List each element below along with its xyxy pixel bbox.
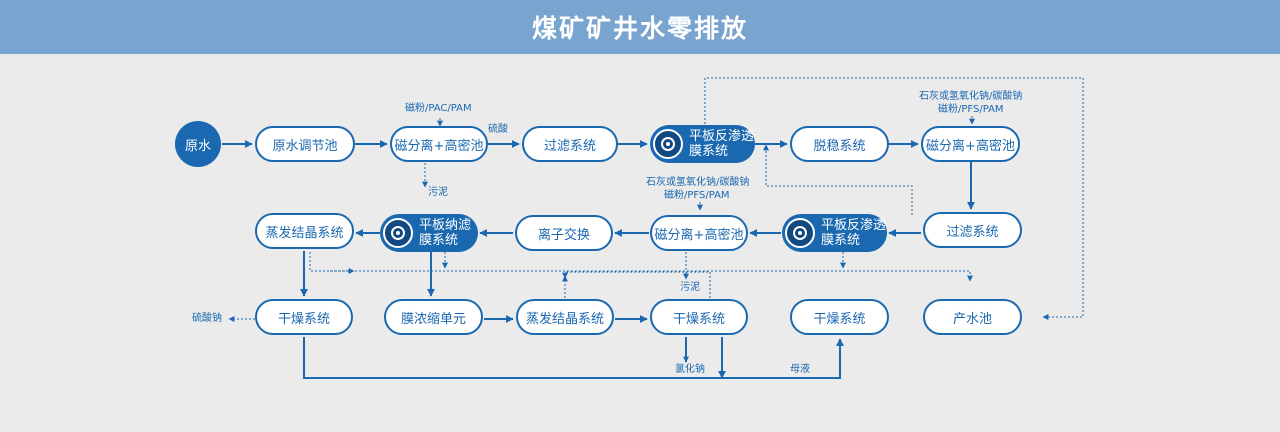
recycle-dry2-up	[562, 271, 711, 298]
ro-2-node: 平板反渗透膜系统	[782, 214, 887, 252]
raw-water-node: 原水	[175, 121, 221, 167]
decarb-node: 脱稳系统	[790, 126, 889, 162]
dry-3-node: 干燥系统	[790, 299, 889, 335]
filter-1-node: 过滤系统	[522, 126, 618, 162]
sludge-note-1: 污泥	[428, 187, 448, 198]
dry-1-node: 干燥系统	[255, 299, 353, 335]
page-title: 煤矿矿井水零排放	[0, 0, 1280, 54]
dry-2-node: 干燥系统	[650, 299, 748, 335]
chem-note-mag3-line1: 石灰或氢氧化钠/碳酸钠	[646, 177, 750, 188]
ro-1-label: 平板反渗透膜系统	[689, 129, 755, 159]
mag-sep-3-node: 磁分离+高密池	[650, 215, 748, 251]
acid-note: 硫酸	[488, 124, 508, 135]
chem-note-mag2-line2: 磁粉/PFS/PAM	[938, 104, 1004, 115]
sludge-note-2: 污泥	[680, 282, 700, 293]
membrane-icon	[383, 218, 413, 248]
nf-label: 平板纳滤膜系统	[419, 218, 472, 248]
membrane-icon	[785, 218, 815, 248]
product-pool-node: 产水池	[923, 299, 1022, 335]
sodium-chloride-note: 氯化钠	[675, 364, 705, 375]
ro-2-label: 平板反渗透膜系统	[821, 218, 887, 248]
chem-note-mag2-line1: 石灰或氢氧化钠/碳酸钠	[919, 91, 1023, 102]
mother-liquor-note: 母液	[790, 364, 810, 375]
nf-node: 平板纳滤膜系统	[380, 214, 478, 252]
evap-2-node: 蒸发结晶系统	[516, 299, 614, 335]
conc-unit-node: 膜浓缩单元	[384, 299, 483, 335]
filter-2-node: 过滤系统	[923, 212, 1022, 248]
arrow-dry-to-mother	[303, 337, 844, 379]
mag-sep-1-node: 磁分离+高密池	[390, 126, 488, 162]
line-evap1-to-product	[309, 252, 973, 282]
recycle-line-ro2	[763, 144, 913, 215]
chem-note-mag1: 磁粉/PAC/PAM	[405, 103, 472, 114]
recycle-line-top	[704, 77, 1084, 320]
ion-exchange-node: 离子交换	[515, 215, 613, 251]
chem-note-mag3-line2: 磁粉/PFS/PAM	[664, 190, 730, 201]
mag-sep-2-node: 磁分离+高密池	[921, 126, 1020, 162]
raw-pool-node: 原水调节池	[255, 126, 355, 162]
evap-1-node: 蒸发结晶系统	[255, 213, 354, 249]
membrane-icon	[653, 129, 683, 159]
ro-1-node: 平板反渗透膜系统	[650, 125, 755, 163]
sodium-sulfate-note: 硫酸钠	[192, 313, 222, 324]
